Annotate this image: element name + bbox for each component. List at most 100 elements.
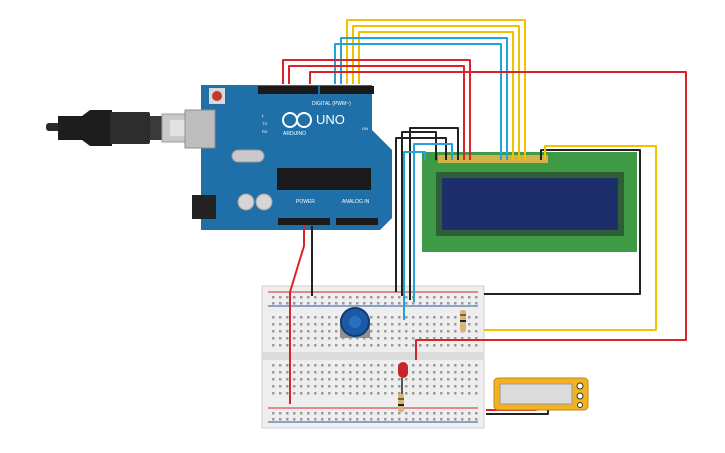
- breadboard-hole[interactable]: [286, 378, 289, 381]
- wire-yellow[interactable]: [358, 31, 514, 160]
- breadboard-hole[interactable]: [475, 412, 478, 415]
- breadboard-hole[interactable]: [370, 302, 373, 305]
- breadboard-hole[interactable]: [356, 337, 359, 340]
- breadboard-hole[interactable]: [286, 330, 289, 333]
- breadboard-hole[interactable]: [426, 316, 429, 319]
- breadboard-hole[interactable]: [461, 296, 464, 299]
- breadboard-hole[interactable]: [475, 344, 478, 347]
- breadboard-hole[interactable]: [440, 337, 443, 340]
- breadboard-hole[interactable]: [342, 337, 345, 340]
- breadboard-hole[interactable]: [447, 392, 450, 395]
- breadboard[interactable]: [261, 285, 485, 429]
- breadboard-hole[interactable]: [461, 378, 464, 381]
- breadboard-hole[interactable]: [426, 337, 429, 340]
- breadboard-hole[interactable]: [412, 330, 415, 333]
- breadboard-hole[interactable]: [342, 378, 345, 381]
- breadboard-hole[interactable]: [391, 316, 394, 319]
- breadboard-hole[interactable]: [405, 330, 408, 333]
- breadboard-hole[interactable]: [426, 392, 429, 395]
- breadboard-hole[interactable]: [440, 330, 443, 333]
- breadboard-hole[interactable]: [461, 364, 464, 367]
- breadboard-hole[interactable]: [433, 330, 436, 333]
- breadboard-hole[interactable]: [279, 385, 282, 388]
- breadboard-hole[interactable]: [440, 302, 443, 305]
- breadboard-hole[interactable]: [314, 385, 317, 388]
- breadboard-hole[interactable]: [314, 412, 317, 415]
- breadboard-hole[interactable]: [440, 371, 443, 374]
- breadboard-hole[interactable]: [475, 302, 478, 305]
- breadboard-hole[interactable]: [342, 418, 345, 421]
- breadboard-hole[interactable]: [342, 344, 345, 347]
- breadboard-hole[interactable]: [314, 364, 317, 367]
- breadboard-hole[interactable]: [384, 337, 387, 340]
- breadboard-hole[interactable]: [300, 316, 303, 319]
- breadboard-hole[interactable]: [447, 378, 450, 381]
- breadboard-hole[interactable]: [412, 302, 415, 305]
- breadboard-hole[interactable]: [419, 330, 422, 333]
- breadboard-hole[interactable]: [454, 337, 457, 340]
- breadboard-hole[interactable]: [356, 412, 359, 415]
- breadboard-hole[interactable]: [412, 371, 415, 374]
- breadboard-hole[interactable]: [363, 344, 366, 347]
- breadboard-hole[interactable]: [314, 323, 317, 326]
- breadboard-hole[interactable]: [384, 392, 387, 395]
- breadboard-hole[interactable]: [370, 418, 373, 421]
- breadboard-hole[interactable]: [391, 392, 394, 395]
- breadboard-hole[interactable]: [440, 385, 443, 388]
- wire-black[interactable]: [401, 131, 437, 296]
- breadboard-hole[interactable]: [454, 378, 457, 381]
- breadboard-hole[interactable]: [377, 344, 380, 347]
- breadboard-hole[interactable]: [391, 385, 394, 388]
- breadboard-hole[interactable]: [419, 296, 422, 299]
- breadboard-hole[interactable]: [468, 337, 471, 340]
- breadboard-hole[interactable]: [454, 385, 457, 388]
- breadboard-hole[interactable]: [293, 392, 296, 395]
- breadboard-hole[interactable]: [300, 385, 303, 388]
- breadboard-hole[interactable]: [286, 412, 289, 415]
- breadboard-hole[interactable]: [405, 412, 408, 415]
- breadboard-hole[interactable]: [426, 323, 429, 326]
- breadboard-hole[interactable]: [293, 371, 296, 374]
- breadboard-hole[interactable]: [300, 296, 303, 299]
- breadboard-hole[interactable]: [419, 337, 422, 340]
- breadboard-hole[interactable]: [307, 344, 310, 347]
- breadboard-hole[interactable]: [272, 323, 275, 326]
- breadboard-hole[interactable]: [335, 378, 338, 381]
- breadboard-hole[interactable]: [398, 330, 401, 333]
- breadboard-hole[interactable]: [349, 392, 352, 395]
- breadboard-hole[interactable]: [377, 412, 380, 415]
- breadboard-hole[interactable]: [412, 364, 415, 367]
- breadboard-hole[interactable]: [321, 385, 324, 388]
- breadboard-hole[interactable]: [475, 323, 478, 326]
- breadboard-hole[interactable]: [398, 337, 401, 340]
- breadboard-hole[interactable]: [426, 344, 429, 347]
- breadboard-hole[interactable]: [384, 323, 387, 326]
- breadboard-hole[interactable]: [419, 323, 422, 326]
- breadboard-hole[interactable]: [335, 418, 338, 421]
- breadboard-hole[interactable]: [384, 296, 387, 299]
- breadboard-hole[interactable]: [307, 385, 310, 388]
- breadboard-hole[interactable]: [461, 412, 464, 415]
- breadboard-hole[interactable]: [447, 364, 450, 367]
- breadboard-hole[interactable]: [314, 316, 317, 319]
- breadboard-hole[interactable]: [314, 378, 317, 381]
- breadboard-hole[interactable]: [461, 337, 464, 340]
- breadboard-hole[interactable]: [272, 412, 275, 415]
- breadboard-hole[interactable]: [447, 302, 450, 305]
- breadboard-hole[interactable]: [391, 364, 394, 367]
- breadboard-hole[interactable]: [370, 330, 373, 333]
- breadboard-hole[interactable]: [300, 323, 303, 326]
- wire-blue[interactable]: [413, 143, 453, 302]
- breadboard-hole[interactable]: [314, 344, 317, 347]
- wire-blue[interactable]: [334, 43, 502, 160]
- breadboard-hole[interactable]: [328, 337, 331, 340]
- breadboard-hole[interactable]: [349, 364, 352, 367]
- breadboard-hole[interactable]: [405, 392, 408, 395]
- breadboard-hole[interactable]: [440, 412, 443, 415]
- breadboard-hole[interactable]: [272, 378, 275, 381]
- breadboard-hole[interactable]: [307, 364, 310, 367]
- breadboard-hole[interactable]: [454, 418, 457, 421]
- breadboard-hole[interactable]: [391, 323, 394, 326]
- breadboard-hole[interactable]: [279, 323, 282, 326]
- breadboard-hole[interactable]: [377, 302, 380, 305]
